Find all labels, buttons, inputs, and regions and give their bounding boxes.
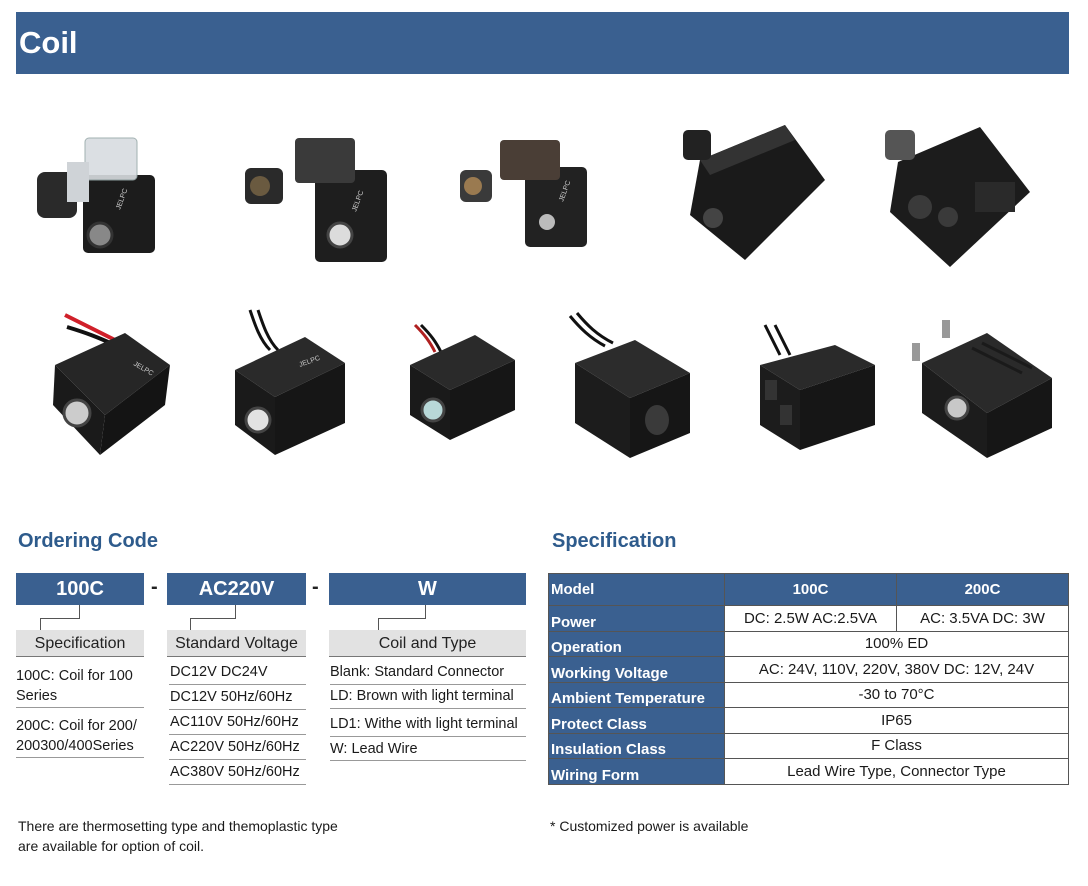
- coil-lead-wire-small-icon: [405, 310, 555, 460]
- table-row: Insulation Class F Class: [548, 732, 1069, 759]
- table-row: Operation 100% ED: [548, 630, 1069, 657]
- spec-option: 200C: Coil for 200/ 200300/400Series: [16, 715, 144, 758]
- title-bar: Coil: [16, 12, 1069, 74]
- connector-line: [378, 605, 426, 619]
- power-200c: AC: 3.5VA DC: 3W: [896, 605, 1069, 632]
- voltage-option: AC220V 50Hz/60Hz: [169, 737, 306, 760]
- ambient-temperature-value: -30 to 70°C: [724, 681, 1069, 708]
- working-voltage-value: AC: 24V, 110V, 220V, 380V DC: 12V, 24V: [724, 656, 1069, 683]
- row-label-operation: Operation: [548, 630, 725, 657]
- table-header-row: Model 100C 200C: [548, 573, 1069, 606]
- row-label-insulation-class: Insulation Class: [548, 732, 725, 759]
- row-label-working-voltage: Working Voltage: [548, 656, 725, 683]
- protect-class-value: IP65: [724, 707, 1069, 734]
- code-dash: -: [312, 576, 319, 598]
- voltage-option: AC110V 50Hz/60Hz: [169, 712, 306, 735]
- table-row: Ambient Temperature -30 to 70°C: [548, 681, 1069, 708]
- wiring-form-value: Lead Wire Type, Connector Type: [724, 758, 1069, 785]
- specification-table: Model 100C 200C Power DC: 2.5W AC:2.5VA …: [548, 573, 1069, 785]
- column-header-100c: 100C: [724, 573, 897, 606]
- customized-power-note: * Customized power is available: [550, 818, 749, 834]
- table-row: Wiring Form Lead Wire Type, Connector Ty…: [548, 758, 1069, 785]
- coil-lead-wire-red-icon: JELPC: [45, 305, 195, 455]
- code-box-type: W: [329, 573, 526, 605]
- row-label-power: Power: [548, 605, 725, 632]
- coil-lead-wire-molded-icon: [745, 320, 895, 470]
- connector-line: [40, 605, 80, 619]
- column-header-200c: 200C: [896, 573, 1069, 606]
- coil-terminal-ribbed-icon: [912, 318, 1062, 468]
- coil-connector-compact-icon: JELPC: [455, 122, 605, 272]
- coil-connector-dark-icon: JELPC: [240, 120, 390, 270]
- type-option: LD: Brown with light terminal: [330, 686, 526, 709]
- column-header-model: Model: [548, 573, 725, 606]
- category-coil-type: Coil and Type: [329, 630, 526, 657]
- coil-lead-wire-plain-icon: [565, 308, 715, 458]
- operation-value: 100% ED: [724, 630, 1069, 657]
- type-option: W: Lead Wire: [330, 739, 526, 761]
- code-box-series: 100C: [16, 573, 144, 605]
- type-option: Blank: Standard Connector: [330, 662, 526, 685]
- insulation-class-value: F Class: [724, 732, 1069, 759]
- coil-type-note: There are thermosetting type and themopl…: [18, 818, 338, 854]
- connector-line: [190, 618, 191, 630]
- table-row: Protect Class IP65: [548, 707, 1069, 734]
- voltage-option: DC12V 50Hz/60Hz: [169, 687, 306, 710]
- specification-heading: Specification: [552, 530, 677, 552]
- spec-option: 100C: Coil for 100 Series: [16, 665, 144, 708]
- type-option: LD1: Withe with light terminal: [330, 714, 526, 737]
- coil-connector-transparent-icon: JELPC: [25, 120, 175, 270]
- power-100c: DC: 2.5W AC:2.5VA: [724, 605, 897, 632]
- coil-lead-wire-black-icon: JELPC: [230, 305, 380, 455]
- table-row: Power DC: 2.5W AC:2.5VA AC: 3.5VA DC: 3W: [548, 605, 1069, 632]
- page-title: Coil: [19, 25, 78, 60]
- ordering-code-heading: Ordering Code: [18, 530, 159, 552]
- table-row: Working Voltage AC: 24V, 110V, 220V, 380…: [548, 656, 1069, 683]
- connector-line: [190, 605, 236, 619]
- row-label-protect-class: Protect Class: [548, 707, 725, 734]
- voltage-option: AC380V 50Hz/60Hz: [169, 762, 306, 785]
- row-label-wiring-form: Wiring Form: [548, 758, 725, 785]
- code-dash: -: [151, 576, 158, 598]
- voltage-option: DC12V DC24V: [169, 662, 306, 685]
- row-label-ambient-temperature: Ambient Temperature: [548, 681, 725, 708]
- code-box-voltage: AC220V: [167, 573, 306, 605]
- coil-block-ribbed-icon: [880, 122, 1030, 272]
- connector-line: [40, 618, 41, 630]
- category-standard-voltage: Standard Voltage: [167, 630, 306, 657]
- connector-line: [378, 618, 379, 630]
- coil-block-large-icon: [675, 120, 825, 270]
- category-specification: Specification: [16, 630, 144, 657]
